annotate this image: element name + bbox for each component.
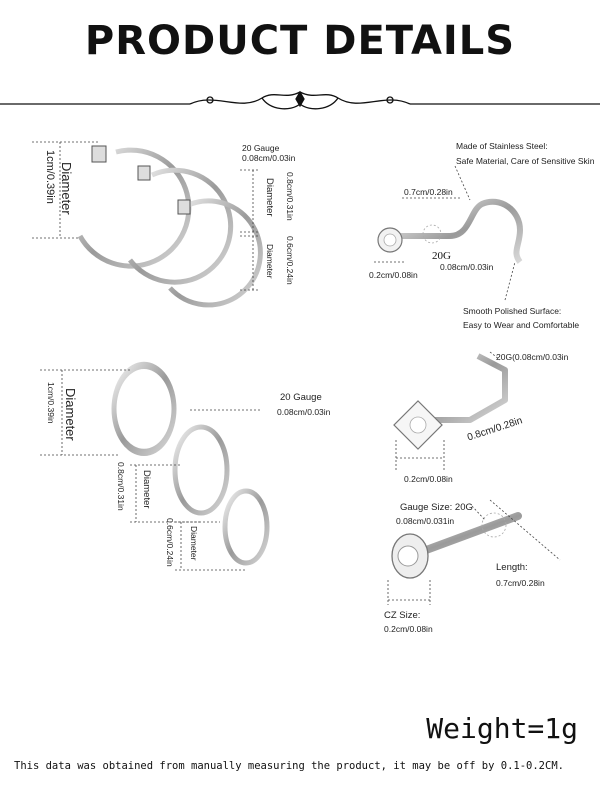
screw-ring-illustration: [374, 165, 524, 301]
lbend-gem-size: 0.2cm/0.08in: [404, 474, 453, 484]
hoop-top-gauge-value: 0.08cm/0.03in: [242, 153, 296, 163]
l-bend-ring-illustration: [393, 351, 508, 470]
hoop-bottom-diameter-label: Diameter: [63, 388, 78, 441]
hoop-top-mid-label: Diameter: [264, 178, 275, 217]
hoop-top-mid-value: 0.8cm/0.31in: [285, 172, 295, 221]
stud-length-value: 0.7cm/0.28in: [496, 578, 545, 588]
screw-material-title: Made of Stainless Steel:: [456, 141, 548, 151]
hoop-set-top-illustration: [77, 147, 263, 308]
weight-label: Weight=1g: [426, 712, 578, 745]
lbend-gauge: 20G(0.08cm/0.03in: [496, 352, 569, 362]
screw-material-desc: Safe Material, Care of Sensitive Skin: [456, 156, 595, 166]
disclaimer-footer: This data was obtained from manually mea…: [14, 760, 564, 772]
stud-illustration: [387, 499, 561, 605]
hoop-bottom-diameter-value: 1cm/0.39in: [46, 382, 56, 424]
hoop-bottom-small-value: 0.6cm/0.24in: [165, 518, 175, 567]
screw-surface-title: Smooth Polished Surface:: [463, 306, 562, 316]
stud-cz-value: 0.2cm/0.08in: [384, 624, 433, 634]
hoop-top-diameter-value: 1cm/0.39in: [44, 150, 56, 204]
hoop-bottom-small-label: Diameter: [189, 526, 199, 561]
screw-gauge-value: 0.08cm/0.03in: [440, 262, 494, 272]
screw-gauge: 20G: [432, 250, 451, 262]
hoop-bottom-gauge-value: 0.08cm/0.03in: [277, 407, 331, 417]
hoop-top-small-label: Diameter: [265, 244, 275, 279]
hoop-top-diameter-label: Diameter: [59, 162, 74, 215]
hoop-bottom-mid-label: Diameter: [141, 470, 152, 509]
hoop-bottom-gauge-label: 20 Gauge: [280, 392, 322, 403]
hoop-bottom-mid-value: 0.8cm/0.31in: [116, 462, 126, 511]
screw-gem-size: 0.2cm/0.08in: [369, 270, 418, 280]
hoop-set-bottom-illustration: [111, 361, 270, 566]
stud-length-label: Length:: [496, 562, 528, 573]
dimension-lines-top: [32, 141, 260, 291]
stud-gauge-value: 0.08cm/0.031in: [396, 516, 455, 526]
hoop-top-gauge-label: 20 Gauge: [242, 143, 280, 153]
dimension-lines-bottom: [40, 369, 260, 571]
hoop-top-small-value: 0.6cm/0.24in: [285, 236, 295, 285]
screw-length: 0.7cm/0.28in: [404, 187, 453, 197]
stud-gauge-label: Gauge Size: 20G: [400, 502, 473, 513]
screw-surface-desc: Easy to Wear and Comfortable: [463, 320, 580, 330]
stud-cz-label: CZ Size:: [384, 610, 421, 621]
ornament-divider: [0, 90, 600, 110]
page-title: PRODUCT DETAILS: [84, 18, 516, 64]
